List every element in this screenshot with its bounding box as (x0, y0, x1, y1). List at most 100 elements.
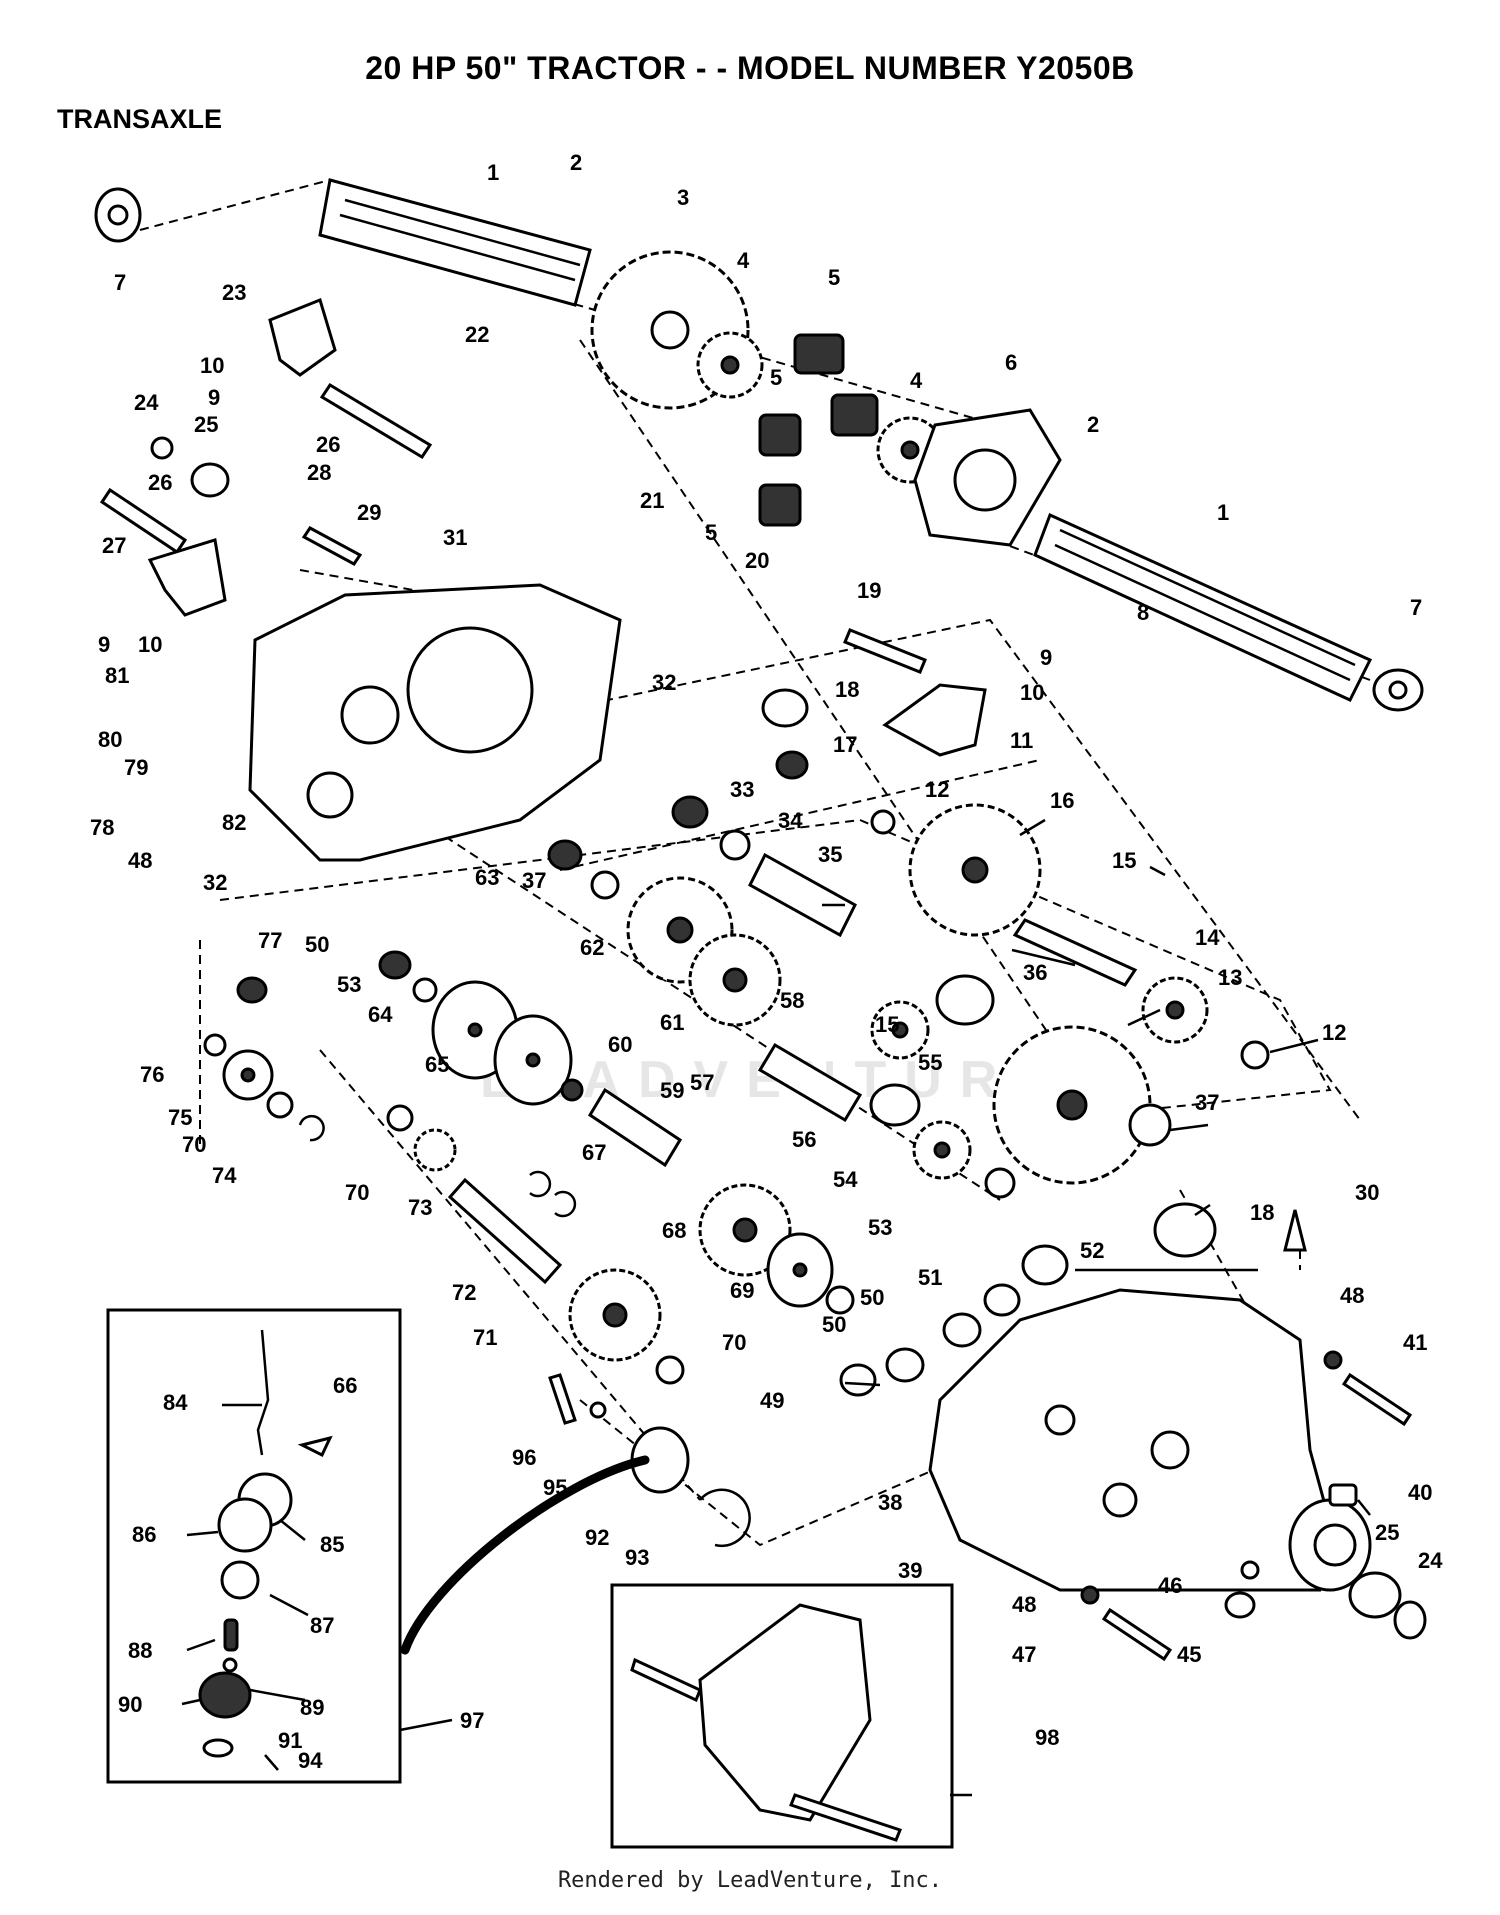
callout-labels: 1 1 2 2 3 4 4 5 5 5 6 7 7 8 9 9 9 10 10 … (90, 150, 1443, 1773)
callout-87: 87 (310, 1613, 334, 1638)
bushing-36 (935, 974, 995, 1026)
gear-73 (413, 1128, 457, 1172)
callout-8: 8 (1137, 600, 1149, 625)
callout-64: 64 (368, 1002, 393, 1027)
washer-53-mid (825, 1285, 855, 1315)
pinion-gears-5 (758, 333, 879, 527)
callout-36: 36 (1023, 960, 1047, 985)
callout-15a: 15 (1112, 848, 1136, 873)
washer-95 (589, 1401, 607, 1419)
callout-4b: 4 (910, 368, 923, 393)
callout-12a: 12 (925, 777, 949, 802)
callout-97: 97 (460, 1708, 484, 1733)
disc-65 (493, 1014, 573, 1106)
bearing-63 (547, 839, 583, 871)
callout-23: 23 (222, 280, 246, 305)
callout-85: 85 (320, 1532, 344, 1557)
callout-70a: 70 (182, 1132, 206, 1157)
callout-81: 81 (105, 663, 129, 688)
shift-fork-11 (882, 683, 987, 757)
bearing-50-right (942, 1312, 982, 1348)
callout-95: 95 (543, 1475, 567, 1500)
callout-17: 17 (833, 732, 857, 757)
callout-50c: 50 (822, 1312, 846, 1337)
washer-53-upper (412, 977, 438, 1003)
callout-63: 63 (475, 865, 499, 890)
clip-45 (1224, 1591, 1256, 1619)
plug-40 (1328, 1483, 1358, 1507)
callout-79: 79 (124, 755, 148, 780)
callout-34: 34 (778, 808, 803, 833)
washer-70-left (266, 1091, 294, 1119)
callout-92: 92 (585, 1525, 609, 1550)
callout-24a: 24 (134, 390, 159, 415)
nut-48-right (1323, 1350, 1343, 1370)
callout-56: 56 (792, 1127, 816, 1152)
washer-70-mid (386, 1104, 414, 1132)
callout-41: 41 (1403, 1330, 1427, 1355)
callout-25b: 25 (1375, 1520, 1399, 1545)
washer-60 (560, 1078, 584, 1102)
cable-97 (400, 1455, 650, 1655)
callout-7a: 7 (114, 270, 126, 295)
callout-10a: 10 (200, 353, 224, 378)
callout-38: 38 (878, 1490, 902, 1515)
callout-28: 28 (307, 460, 331, 485)
callout-45: 45 (1177, 1642, 1201, 1667)
axle-left (318, 178, 592, 307)
callout-80: 80 (98, 727, 122, 752)
gear-71 (568, 1268, 662, 1362)
shaft-59 (587, 1087, 683, 1168)
callout-55: 55 (918, 1050, 942, 1075)
callout-9a: 9 (208, 385, 220, 410)
callout-88: 88 (128, 1638, 152, 1663)
callout-32a: 32 (652, 670, 676, 695)
callout-7b: 7 (1410, 595, 1422, 620)
assembled-transaxle-98 (630, 1603, 902, 1842)
section-title: TRANSAXLE (57, 104, 223, 134)
bearing-18-lower (1153, 1202, 1217, 1258)
disc-69 (766, 1232, 834, 1308)
bolt-47 (1101, 1607, 1173, 1662)
callout-32b: 32 (203, 870, 227, 895)
callout-74: 74 (212, 1163, 237, 1188)
callout-49: 49 (760, 1388, 784, 1413)
callout-46: 46 (1158, 1573, 1182, 1598)
callout-82: 82 (222, 810, 246, 835)
axle-right (1033, 512, 1373, 702)
callout-98: 98 (1035, 1725, 1059, 1750)
callout-20: 20 (745, 548, 769, 573)
callout-52: 52 (1080, 1238, 1104, 1263)
callout-53a: 53 (337, 972, 361, 997)
callout-6: 6 (1005, 350, 1017, 375)
callout-61: 61 (660, 1010, 684, 1035)
callout-78: 78 (90, 815, 114, 840)
callout-5b: 5 (770, 365, 782, 390)
callout-70b: 70 (345, 1180, 369, 1205)
gear-61 (688, 933, 782, 1027)
callout-57: 57 (690, 1070, 714, 1095)
gear-54 (912, 1120, 972, 1180)
bolt-46 (1240, 1560, 1260, 1580)
callout-50b: 50 (860, 1285, 884, 1310)
callout-4a: 4 (737, 248, 750, 273)
bolt-41 (1341, 1372, 1413, 1427)
shaft-72 (447, 1177, 563, 1285)
shaft-19 (843, 628, 927, 674)
callout-1a: 1 (487, 160, 499, 185)
bushing-17 (775, 750, 809, 780)
nut-48-lower (1080, 1585, 1100, 1605)
callout-3: 3 (677, 185, 689, 210)
callout-89: 89 (300, 1695, 324, 1720)
callout-67: 67 (582, 1140, 606, 1165)
gear-75 (222, 1049, 274, 1101)
bushing-25 (190, 462, 230, 498)
callout-84: 84 (163, 1390, 188, 1415)
callout-26b: 26 (148, 470, 172, 495)
callout-13: 13 (1218, 965, 1242, 990)
callout-12b: 12 (1322, 1020, 1346, 1045)
callout-25a: 25 (194, 412, 218, 437)
bearing-50-lower (885, 1347, 925, 1383)
washer-24 (150, 436, 174, 460)
clip-74 (298, 1114, 325, 1142)
